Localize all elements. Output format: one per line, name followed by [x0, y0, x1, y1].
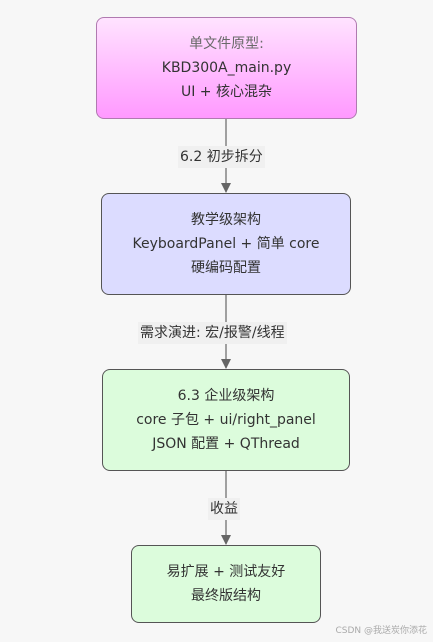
- watermark: CSDN @我送炭你添花: [335, 626, 427, 636]
- node-single-file-prototype: 单文件原型: KBD300A_main.py UI + 核心混杂: [96, 17, 357, 119]
- edge-label-benefit: 收益: [208, 498, 240, 520]
- node-text: 最终版结构: [191, 588, 261, 604]
- node-text: core 子包 + ui/right_panel: [136, 412, 316, 428]
- node-text: JSON 配置 + QThread: [152, 436, 300, 452]
- edge-label-initial-split: 6.2 初步拆分: [178, 146, 265, 168]
- node-text: KeyboardPanel + 简单 core: [132, 236, 320, 252]
- node-text: 教学级架构: [191, 212, 261, 228]
- node-teaching-architecture: 教学级架构 KeyboardPanel + 简单 core 硬编码配置: [101, 193, 351, 295]
- node-text: KBD300A_main.py: [161, 60, 292, 76]
- node-text: 单文件原型:: [189, 36, 264, 52]
- node-enterprise-architecture: 6.3 企业级架构 core 子包 + ui/right_panel JSON …: [102, 369, 350, 471]
- node-text: 硬编码配置: [191, 260, 261, 276]
- node-text: 易扩展 + 测试友好: [166, 564, 286, 580]
- node-final-structure: 易扩展 + 测试友好 最终版结构: [131, 545, 321, 623]
- node-text: UI + 核心混杂: [180, 84, 272, 100]
- edge-label-requirement-evolution: 需求演进: 宏/报警/线程: [138, 322, 287, 344]
- node-text: 6.3 企业级架构: [177, 388, 275, 404]
